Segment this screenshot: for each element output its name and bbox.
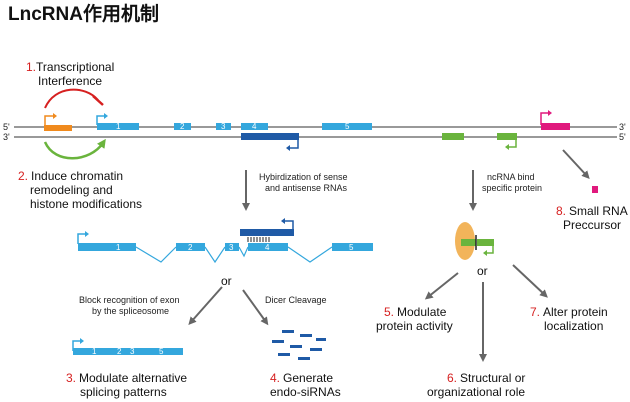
arrow-small-rna bbox=[562, 149, 590, 179]
mechanism-4-label-line-2: endo-siRNAs bbox=[270, 385, 341, 399]
exon-4 bbox=[241, 123, 268, 130]
gene-promoter-arrow bbox=[96, 115, 105, 125]
mechanism-2-label: 2.Induce chromatin bbox=[18, 169, 123, 183]
svg-text:4: 4 bbox=[265, 243, 270, 252]
mechanism-7-label: 7.Alter protein bbox=[530, 305, 608, 319]
or-label-right: or bbox=[477, 264, 488, 278]
dicer-cleavage-label: Dicer Cleavage bbox=[265, 295, 327, 305]
exon-4-label: 4 bbox=[252, 122, 257, 131]
arrow-alter-localization bbox=[512, 264, 548, 298]
ncrna-bind-label-line-1: ncRNA bind bbox=[487, 172, 535, 182]
antisense-transcript bbox=[241, 133, 299, 140]
mechanism-4-label: 4.Generate bbox=[270, 371, 333, 385]
block-recognition-line-2: by the spliceosome bbox=[92, 306, 169, 316]
mechanism-2-label-line-2: remodeling and bbox=[30, 183, 113, 197]
mechanism-8-label-line-2: Preccursor bbox=[563, 218, 621, 232]
intron-1 bbox=[135, 246, 177, 263]
green-block-right bbox=[497, 133, 517, 140]
inhibition-bar bbox=[92, 95, 104, 106]
mechanism-5-label: 5.Modulate bbox=[384, 305, 447, 319]
block-recognition-line-1: Block recognition of exon bbox=[79, 295, 180, 305]
mechanism-3-label: 3.Modulate alternative bbox=[66, 371, 187, 385]
svg-text:3: 3 bbox=[130, 347, 135, 356]
mechanism-8-label: 8.Small RNA bbox=[556, 204, 628, 218]
mechanism-6-label-line-2: organizational role bbox=[427, 385, 525, 399]
mechanism-2-label-line-3: histone modifications bbox=[30, 197, 142, 211]
green-block-left bbox=[442, 133, 464, 140]
or-label-middle: or bbox=[221, 274, 232, 288]
top-gene: 1 2 3 4 5 bbox=[96, 113, 372, 151]
exon-5-label: 5 bbox=[345, 122, 350, 131]
strand-left-bottom-label: 3' bbox=[3, 132, 10, 142]
intron-4 bbox=[287, 246, 333, 263]
svg-text:5: 5 bbox=[349, 243, 354, 252]
exon-2 bbox=[174, 123, 191, 130]
orange-promoter-arrow bbox=[44, 115, 54, 125]
ncrna-green-right bbox=[477, 239, 494, 246]
hybridization-label-line-1: Hybirdization of sense bbox=[259, 172, 348, 182]
spliced-mrna bbox=[73, 348, 183, 355]
hybridized-transcript: 1 2 3 4 5 bbox=[77, 218, 373, 264]
mid-exon-2 bbox=[176, 243, 205, 251]
base-pairing-ticks bbox=[247, 237, 270, 242]
flow-arrows bbox=[188, 149, 590, 362]
page-title: LncRNA作用机制 bbox=[8, 2, 159, 25]
magenta-promoter-arrow bbox=[540, 112, 549, 125]
svg-text:2: 2 bbox=[117, 347, 122, 356]
strand-right-top-label: 3' bbox=[619, 122, 626, 132]
green-promoter-arrow bbox=[507, 140, 517, 148]
orange-lncrna-block bbox=[44, 125, 72, 131]
exon-2-label: 2 bbox=[180, 122, 185, 131]
exon-1 bbox=[97, 123, 139, 130]
green-lncrna bbox=[442, 133, 517, 150]
orange-lncrna bbox=[44, 113, 72, 131]
arrow-block-recognition bbox=[188, 286, 223, 325]
mechanism-1-label: 1.Transcriptional bbox=[26, 60, 114, 74]
ncrna-bind-label-line-2: specific protein bbox=[482, 183, 542, 193]
exon-1-label: 1 bbox=[116, 122, 121, 131]
exon-5 bbox=[322, 123, 372, 130]
svg-text:1: 1 bbox=[116, 243, 121, 252]
hybridization-label-line-2: and antisense RNAs bbox=[265, 183, 348, 193]
mid-exon-4 bbox=[248, 243, 288, 251]
ncrna-green-left bbox=[461, 239, 476, 246]
intron-2 bbox=[204, 246, 226, 264]
mechanism-6-label: 6.Structural or bbox=[447, 371, 525, 385]
small-rna-fragment bbox=[592, 186, 598, 193]
protein-complex bbox=[455, 222, 494, 260]
exon-3 bbox=[216, 123, 231, 130]
mid-exon-3 bbox=[225, 243, 239, 251]
antisense-promoter-arrow bbox=[288, 140, 299, 149]
magenta-block bbox=[541, 123, 570, 130]
mid-exon-5 bbox=[332, 243, 373, 251]
mechanism-7-label-line-2: localization bbox=[544, 319, 603, 333]
endo-sirna-fragments bbox=[272, 330, 326, 360]
svg-text:5: 5 bbox=[159, 347, 164, 356]
bound-antisense-rna bbox=[240, 229, 294, 236]
magenta-gene bbox=[540, 110, 598, 193]
svg-text:1: 1 bbox=[92, 347, 97, 356]
arrow-modulate-protein bbox=[424, 272, 459, 300]
mid-exon-1 bbox=[78, 243, 136, 251]
svg-text:2: 2 bbox=[188, 243, 193, 252]
strand-left-top-label: 5' bbox=[3, 122, 10, 132]
arrow-dicer bbox=[242, 289, 269, 326]
mechanism-1-label-line-2: Interference bbox=[38, 74, 102, 88]
chromatin-remodeling-arrow bbox=[43, 138, 106, 160]
svg-text:3: 3 bbox=[229, 243, 234, 252]
intron-3 bbox=[238, 246, 249, 258]
red-inhibition-curve bbox=[44, 88, 99, 109]
strand-right-bottom-label: 5' bbox=[619, 132, 626, 142]
mechanism-5-label-line-2: protein activity bbox=[376, 319, 453, 333]
mechanism-3-label-line-2: splicing patterns bbox=[80, 385, 167, 399]
spliced-transcript: 1 2 3 5 bbox=[72, 338, 183, 356]
exon-3-label: 3 bbox=[221, 122, 226, 131]
interference-arrow bbox=[44, 88, 104, 109]
